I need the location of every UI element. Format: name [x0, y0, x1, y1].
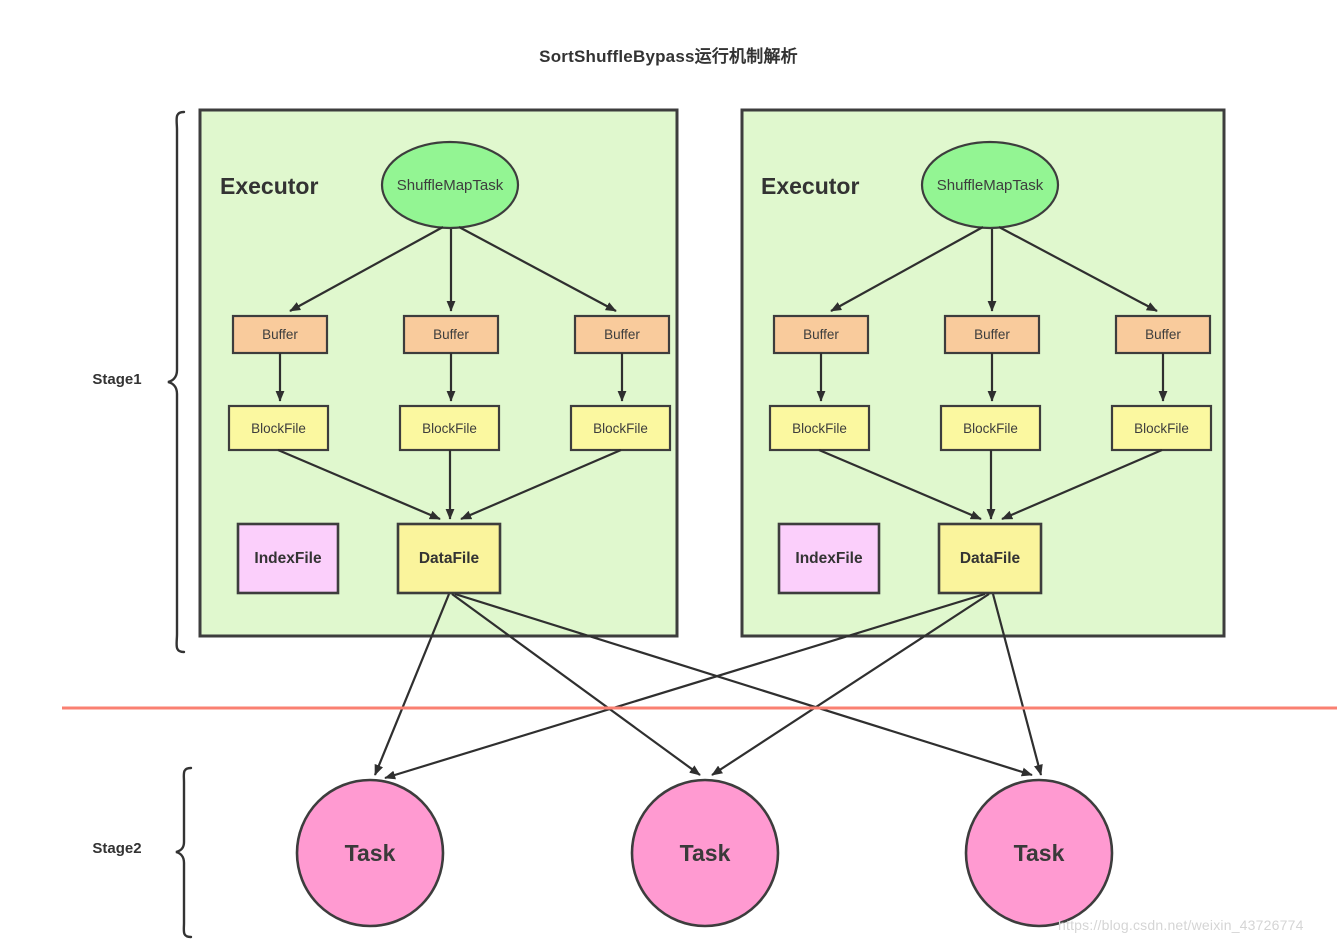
edge-datafile1-task3 [454, 592, 1033, 777]
watermark-text: https://blog.csdn.net/weixin_43726774 [1058, 917, 1304, 933]
edge-datafile1-task1 [373, 593, 451, 776]
buffer-box-2-3 [1114, 314, 1212, 355]
edge-datafile1-task2 [451, 593, 701, 776]
blockfile-box-2-1 [768, 404, 871, 452]
buffer-box-1-3 [573, 314, 671, 355]
task-circle-1 [295, 778, 445, 928]
edge-smt2-buffer3 [998, 226, 1158, 312]
datafile-box-1 [396, 522, 502, 595]
edge-smt1-buffer1 [289, 226, 444, 312]
blockfile-box-1-3 [569, 404, 672, 452]
edge-smt1-buffer3 [458, 226, 617, 312]
stage2-brace [175, 766, 193, 939]
edge-datafile2-task1 [384, 592, 986, 780]
indexfile-box-2 [777, 522, 881, 595]
edge-blockfile1-datafile1 [277, 448, 441, 521]
page-title: SortShuffleBypass运行机制解析 [539, 47, 798, 66]
stage1-brace [167, 110, 186, 654]
edge-smt2-buffer1 [830, 226, 984, 312]
buffer-box-1-1 [231, 314, 329, 355]
shufflemaptask-ellipse-2 [920, 140, 1060, 230]
buffer-box-2-1 [772, 314, 870, 355]
indexfile-box-1 [236, 522, 340, 595]
buffer-box-2-2 [943, 314, 1041, 355]
task-circle-3 [964, 778, 1114, 928]
edge-datafile2-task2 [711, 593, 990, 776]
blockfile-box-1-1 [227, 404, 330, 452]
buffer-box-1-2 [402, 314, 500, 355]
shufflemaptask-ellipse-1 [380, 140, 520, 230]
task-circle-2 [630, 778, 780, 928]
blockfile-box-2-3 [1110, 404, 1213, 452]
edge-blockfile6-datafile2 [1001, 448, 1163, 521]
edge-blockfile3-datafile1 [460, 448, 622, 521]
datafile-box-2 [937, 522, 1043, 595]
blockfile-box-1-2 [398, 404, 501, 452]
edge-datafile2-task3 [991, 593, 1043, 776]
blockfile-box-2-2 [939, 404, 1042, 452]
edge-blockfile4-datafile2 [818, 448, 982, 521]
